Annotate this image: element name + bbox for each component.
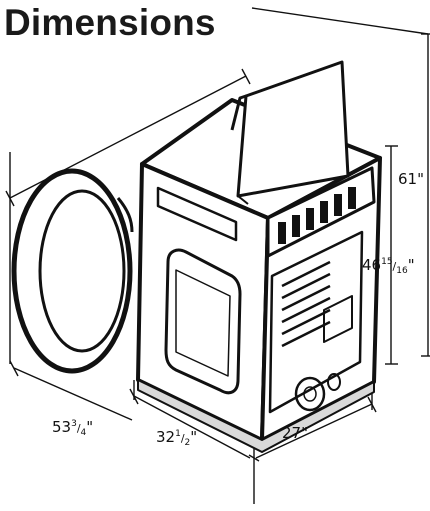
width-dim-line bbox=[255, 403, 373, 459]
lid-hinge-edge bbox=[237, 195, 249, 205]
label-height-open: 61" bbox=[398, 170, 424, 188]
drain-filter bbox=[294, 376, 326, 412]
rear-vent bbox=[266, 166, 376, 258]
lid-handle bbox=[230, 94, 247, 131]
lid-panel bbox=[236, 60, 350, 198]
side-plate bbox=[323, 295, 353, 343]
side-details bbox=[268, 230, 364, 414]
dimension-labels: 61" 4615/16" 533/4" 321/2" 27" bbox=[52, 170, 424, 448]
cabinet-base bbox=[137, 379, 375, 453]
drain-filter-inner bbox=[303, 386, 317, 402]
front-window-inner bbox=[175, 269, 231, 377]
side-knob bbox=[327, 373, 341, 391]
label-depth: 321/2" bbox=[156, 428, 197, 448]
label-width: 27" bbox=[282, 424, 308, 442]
height-open-extension bbox=[251, 7, 429, 35]
open-door bbox=[11, 168, 134, 374]
page-title: Dimensions bbox=[4, 2, 216, 43]
top-slot bbox=[156, 186, 238, 242]
corner-tick bbox=[248, 454, 260, 462]
depth-open-top-tick-right bbox=[241, 68, 251, 85]
front-details bbox=[156, 186, 242, 395]
label-depth-open: 533/4" bbox=[52, 418, 93, 438]
dimension-lines bbox=[5, 7, 430, 504]
depth-dim-line bbox=[133, 395, 251, 459]
door-hinge bbox=[116, 197, 134, 233]
label-height: 4615/16" bbox=[362, 256, 415, 276]
vent-slats bbox=[278, 187, 356, 244]
open-lid bbox=[230, 60, 350, 205]
front-window bbox=[164, 248, 242, 395]
door-inner-ring bbox=[38, 189, 126, 353]
depth-open-dim-line bbox=[13, 367, 133, 421]
depth-open-tick-left bbox=[9, 360, 19, 377]
side-ribs bbox=[281, 260, 331, 348]
side-panel bbox=[268, 230, 364, 414]
